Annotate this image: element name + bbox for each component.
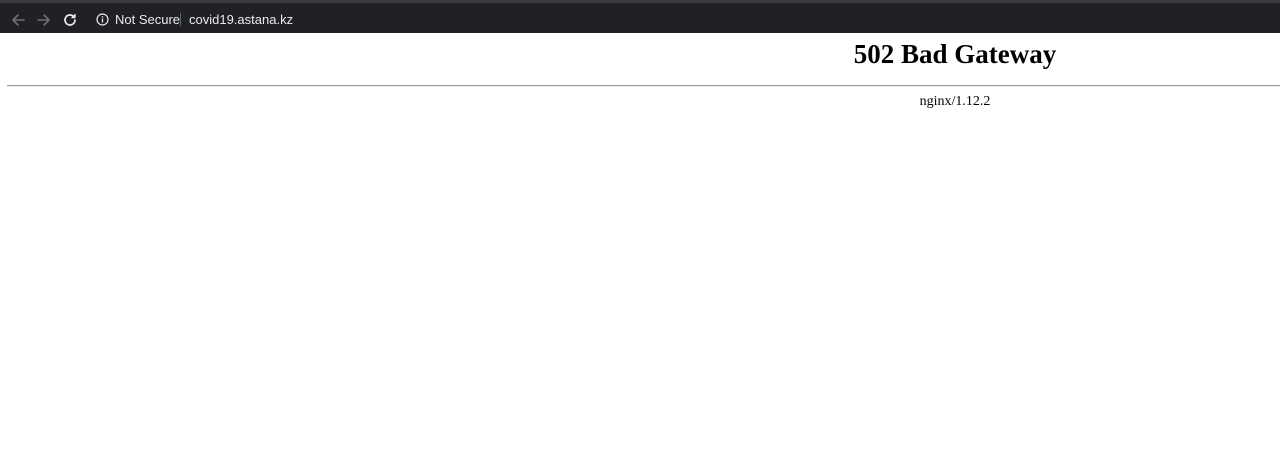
browser-toolbar: Not Secure covid19.astana.kz [0, 0, 1280, 33]
url-text[interactable]: covid19.astana.kz [189, 12, 294, 27]
info-circle-icon[interactable] [96, 13, 109, 26]
address-bar[interactable]: Not Secure covid19.astana.kz [88, 7, 1272, 32]
arrow-left-icon [12, 14, 25, 26]
error-heading: 502 Bad Gateway [853, 39, 1057, 69]
horizontal-rule [7, 85, 1280, 87]
forward-button[interactable] [33, 9, 55, 31]
address-divider [180, 13, 181, 26]
reload-button[interactable] [59, 9, 81, 31]
back-button[interactable] [7, 9, 29, 31]
arrow-right-icon [37, 14, 50, 26]
security-status-label[interactable]: Not Secure [115, 12, 181, 27]
reload-icon [64, 13, 76, 26]
server-signature: nginx/1.12.2 [919, 94, 991, 109]
page-content: 502 Bad Gateway nginx/1.12.2 [0, 33, 1280, 456]
